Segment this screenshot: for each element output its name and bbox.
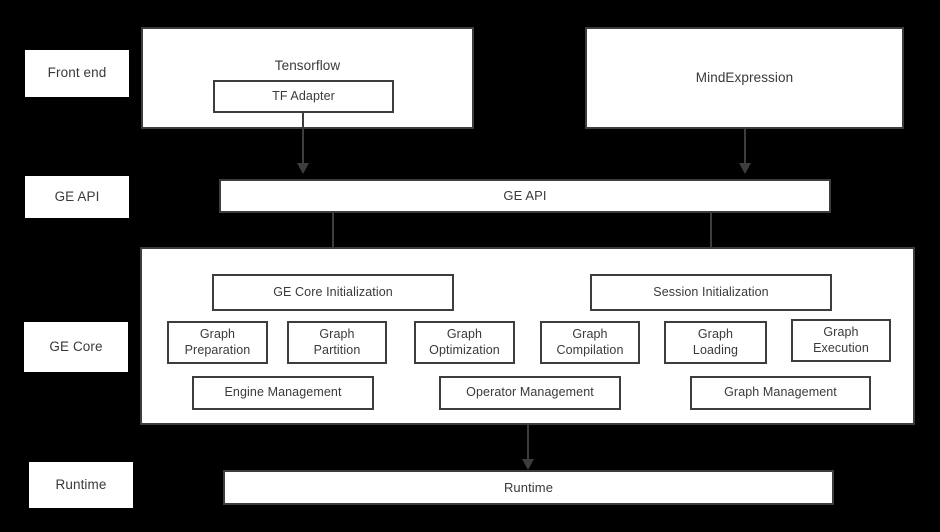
module-line2: Compilation [556,342,624,357]
module-line1: Graph [697,327,734,342]
module-graph-execution: Graph Execution [791,319,891,362]
arrow-head-mindexpression-to-ge-api [739,163,751,174]
ge-api-bar-label: GE API [503,188,547,204]
mindexpression-panel: MindExpression [585,27,904,129]
ge-api-bar: GE API [219,179,831,213]
module-line2: Partition [313,342,361,357]
ge-core-initialization-label: GE Core Initialization [273,284,393,299]
rail-label-runtime-text: Runtime [55,476,107,492]
module-graph-partition-label: Graph Partition [314,327,361,358]
module-line2: Preparation [184,342,251,357]
tf-adapter-label: TF Adapter [272,88,335,103]
arrow-head-tf-adapter-to-ge-api [297,163,309,174]
tensorflow-panel: Tensorflow [141,27,474,129]
runtime-bar: Runtime [223,470,834,505]
session-initialization-label: Session Initialization [653,284,769,299]
module-graph-execution-label: Graph Execution [813,325,869,356]
module-graph-optimization: Graph Optimization [414,321,515,364]
tensorflow-title: Tensorflow [274,58,341,73]
mindexpression-title: MindExpression [695,69,794,85]
arrow-line-tf-adapter-to-ge-api [302,112,304,163]
module-line2: Optimization [429,342,500,357]
arrow-head-ge-core-to-runtime [522,459,534,470]
module-line1: Graph [572,327,608,342]
arrow-line-ge-core-to-runtime [527,425,529,459]
module-line1: Graph [319,327,355,342]
module-line1: Graph [199,327,236,342]
module-graph-preparation-label: Graph Preparation [185,327,251,358]
rail-label-ge-core: GE Core [24,322,128,372]
operator-management-box: Operator Management [439,376,621,410]
session-initialization-box: Session Initialization [590,274,832,311]
engine-management-label: Engine Management [224,385,342,400]
module-graph-compilation: Graph Compilation [540,321,640,364]
rail-label-ge-core-text: GE Core [49,338,103,354]
rail-label-ge-api: GE API [25,176,129,218]
runtime-bar-label: Runtime [503,479,554,495]
module-graph-partition: Graph Partition [287,321,387,364]
arrow-line-mindexpression-to-ge-api [744,129,746,163]
graph-management-box: Graph Management [690,376,871,410]
rail-label-ge-api-text: GE API [54,188,100,204]
engine-management-box: Engine Management [192,376,374,410]
module-line1: Graph [446,327,483,342]
module-graph-loading-label: Graph Loading [693,327,738,358]
module-line2: Loading [692,342,739,357]
rail-label-front-end-text: Front end [47,65,107,81]
module-graph-compilation-label: Graph Compilation [556,327,623,358]
rail-label-runtime: Runtime [29,462,133,508]
ge-core-initialization-box: GE Core Initialization [212,274,454,311]
graph-management-label: Graph Management [724,385,837,400]
tf-adapter-box: TF Adapter [213,80,394,113]
module-graph-optimization-label: Graph Optimization [429,327,500,358]
arrow-line-ge-api-to-core-init [332,213,334,258]
operator-management-label: Operator Management [466,385,594,400]
module-line1: Graph [823,325,859,340]
rail-label-front-end: Front end [25,50,129,97]
module-line2: Execution [813,340,869,355]
arrow-line-ge-api-to-session-init [710,213,712,258]
module-graph-preparation: Graph Preparation [167,321,268,364]
module-graph-loading: Graph Loading [664,321,767,364]
